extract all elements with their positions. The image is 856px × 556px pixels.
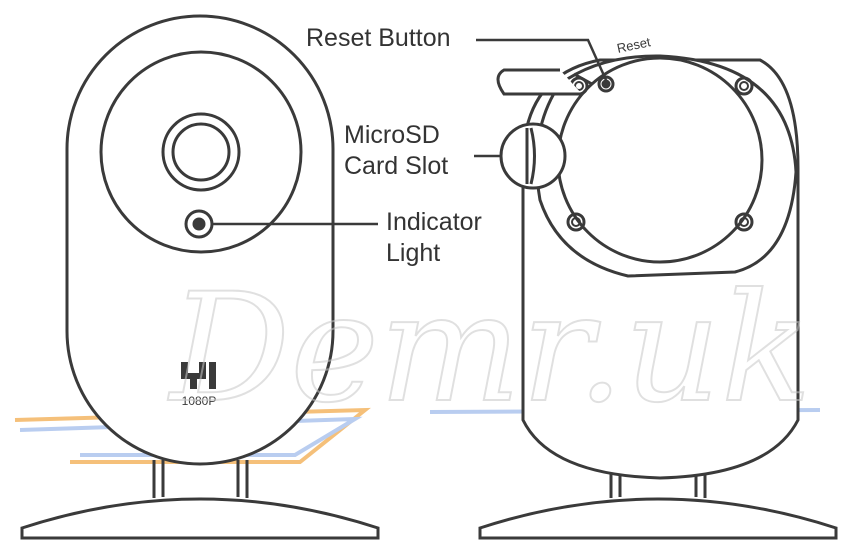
indicator-label-line1: Indicator <box>386 208 482 236</box>
reset-leader <box>476 38 608 81</box>
reset-button-dot <box>601 79 611 89</box>
screw-hole-top-right-inner <box>739 81 749 91</box>
reset-pin-tip <box>573 72 593 86</box>
screw-hole-top-left-inner <box>574 81 584 91</box>
back-camera <box>478 54 838 540</box>
microsd-label-line1: MicroSD <box>344 121 440 149</box>
microsd-slot <box>529 127 536 185</box>
screw-hole-top-right <box>734 76 754 96</box>
front-stand-base <box>20 497 380 540</box>
back-plate <box>535 54 798 278</box>
screw-hole-bottom-right-inner <box>739 217 749 227</box>
reset-engraving: Reset <box>616 34 653 56</box>
leader-lines <box>212 38 608 226</box>
reset-pin <box>496 68 582 96</box>
lens-outer <box>161 112 241 192</box>
watermark-text: Demr.uk <box>167 262 812 436</box>
microsd-label-line2: Card Slot <box>344 152 449 180</box>
indicator-callout: Indicator Light <box>386 207 482 269</box>
microsd-callout: MicroSD Card Slot <box>344 120 448 182</box>
screw-hole-bottom-right <box>734 212 754 232</box>
front-camera <box>20 14 380 540</box>
yi-logo <box>181 362 216 389</box>
lens-inner <box>171 122 231 182</box>
reset-button-callout: Reset Button <box>306 23 451 54</box>
resolution-label: 1080P <box>182 394 217 408</box>
screw-hole-bottom-left-inner <box>571 217 581 227</box>
screw-hole-bottom-left <box>566 212 586 232</box>
front-face-plate <box>99 50 303 254</box>
back-stand-base <box>478 497 838 540</box>
indicator-label-line2: Light <box>386 239 441 267</box>
indicator-light-dot <box>192 217 206 231</box>
reset-button-label: Reset Button <box>306 24 451 52</box>
front-body <box>65 14 335 466</box>
